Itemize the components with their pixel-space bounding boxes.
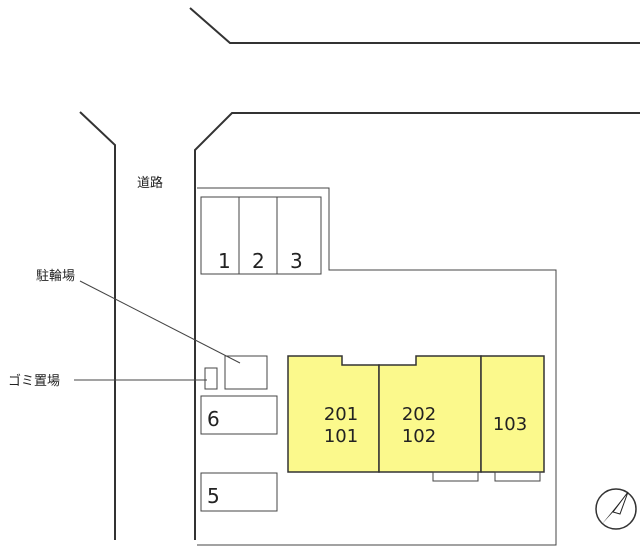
parking-row-top: 1 2 3	[200, 196, 322, 275]
road-top	[189, 7, 640, 44]
building: 201 101 202 102 103	[287, 355, 545, 482]
building-unit-c	[480, 355, 545, 473]
parking-slot-5	[200, 472, 278, 512]
garbage-area-label: ゴミ置場	[8, 373, 60, 389]
bicycle-parking-leader	[79, 280, 241, 364]
road-label: 道路	[137, 175, 163, 191]
unit-103: 103	[493, 414, 527, 435]
site-boundary	[197, 187, 557, 546]
unit-201: 201	[324, 404, 358, 425]
parking-block-1-3	[200, 196, 322, 275]
garbage-area	[204, 367, 218, 390]
unit-102: 102	[402, 426, 436, 447]
unit-202: 202	[402, 404, 436, 425]
parking-space-2: 2	[252, 249, 265, 273]
parking-space-5: 5	[207, 484, 220, 508]
balcony-b	[432, 471, 479, 482]
road-middle	[194, 112, 640, 540]
parking-space-3: 3	[290, 249, 303, 273]
bicycle-parking-label: 駐輪場	[36, 268, 75, 284]
unit-101: 101	[324, 426, 358, 447]
parking-slot-6	[200, 395, 278, 435]
compass-north-arrow-icon	[595, 488, 637, 530]
balcony-c	[494, 471, 541, 482]
bicycle-parking-area	[224, 355, 268, 390]
road-left	[79, 111, 116, 540]
parking-space-1: 1	[218, 249, 231, 273]
parking-space-6: 6	[207, 407, 220, 431]
roads	[79, 7, 640, 540]
